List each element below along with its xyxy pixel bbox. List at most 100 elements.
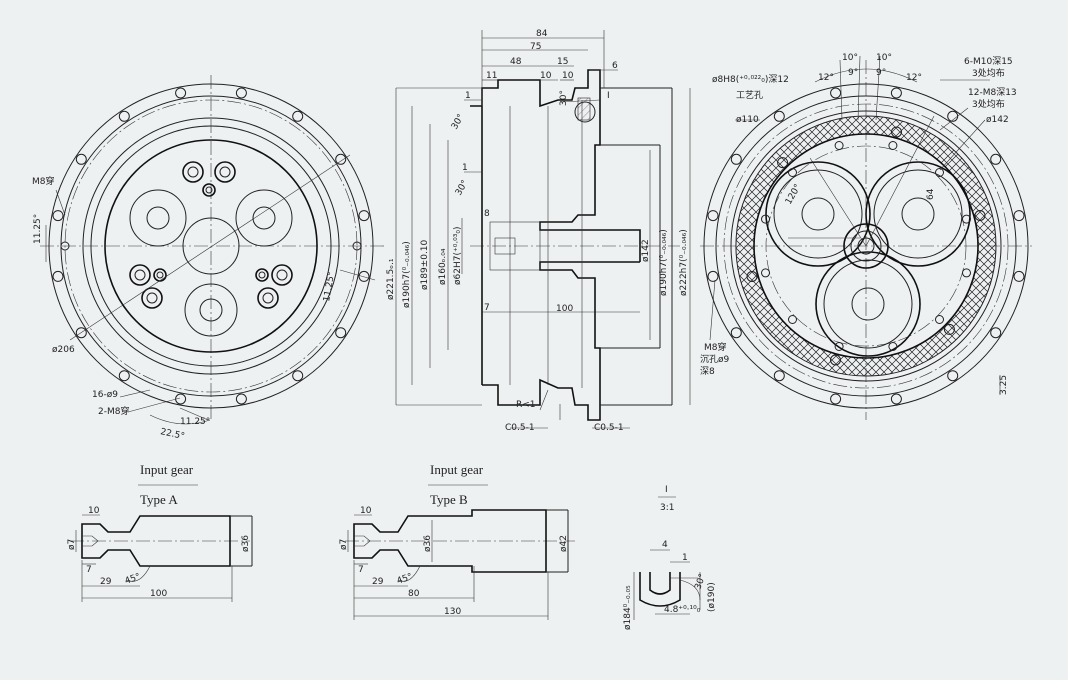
bolt-hole xyxy=(1013,270,1025,282)
bolt-hole xyxy=(777,157,789,169)
dia-190-right: ø190h7(⁰₋₀.₀₄₆) xyxy=(659,229,669,296)
bolt-hole xyxy=(335,153,347,165)
bolt-hole xyxy=(830,354,841,366)
gear-a-dim-100: 100 xyxy=(150,589,167,599)
bolt-hole xyxy=(888,141,898,150)
rear-dim-325: 3.25 xyxy=(999,375,1009,395)
dim-10a: 10 xyxy=(540,71,552,81)
bolt-hole xyxy=(834,342,844,351)
detail-title: I xyxy=(665,485,668,495)
front-holes-2m8: 2-M8穿 xyxy=(98,405,129,417)
dim-11: 11 xyxy=(486,71,497,81)
bolt-hole xyxy=(335,327,347,339)
dim-84: 84 xyxy=(536,29,548,39)
front-angle-right: 11.25° xyxy=(322,271,337,303)
bolt-hole xyxy=(974,210,986,221)
dia-189: ø189±0.10 xyxy=(420,239,430,290)
dim-75: 75 xyxy=(530,42,541,52)
bolt-hole xyxy=(235,87,247,99)
dia-142: ø142 xyxy=(641,239,651,262)
bolt-hole xyxy=(1013,210,1025,222)
angle-30-top: 30° xyxy=(559,90,569,106)
gear-b-type: Type B xyxy=(430,492,468,507)
bolt-hole xyxy=(947,370,959,382)
section-view: 84 75 48 15 11 10 10 6 1 30° 1 30° 8 7 3… xyxy=(386,29,691,433)
bolt-hole xyxy=(292,370,304,382)
gear-b-dim-36: ø36 xyxy=(423,535,433,552)
rear-hole-8h8: ø8H8(⁺⁰·⁰²²₀)深12 xyxy=(712,74,789,85)
rear-m8-through: M8穿 xyxy=(704,341,727,353)
dia-221: ø221.5ₒ.₁ xyxy=(386,258,396,300)
rear-counterbore: 沉孔ø9 xyxy=(700,354,730,365)
gear-a-dim-10: 10 xyxy=(88,506,100,516)
bolt-hole xyxy=(730,153,742,165)
bolt-hole xyxy=(761,214,770,224)
dim-10b: 10 xyxy=(562,71,574,81)
gear-b-dim-29: 29 xyxy=(372,577,384,587)
bolt-hole xyxy=(788,168,797,177)
gear-a-type: Type A xyxy=(140,492,178,507)
bolt-hole xyxy=(935,315,944,324)
bolt-hole xyxy=(730,327,742,339)
dim-1b: 1 xyxy=(462,163,468,173)
bolt-hole xyxy=(962,214,971,224)
front-dia-206: ø206 xyxy=(52,345,75,355)
bolt-hole xyxy=(52,270,64,282)
rear-angle-10a: 10° xyxy=(842,53,858,63)
rear-process-hole: 工艺孔 xyxy=(736,90,763,101)
bolt-hole xyxy=(352,241,362,251)
gear-b-title: Input gear xyxy=(430,462,484,477)
bolt-hole xyxy=(75,327,87,339)
bolt-hole xyxy=(788,315,797,324)
gear-b-dim-7: 7 xyxy=(358,565,364,575)
gear-a-dim-36: ø36 xyxy=(241,535,251,552)
bolt-hole xyxy=(830,393,842,405)
front-angle-left: 11.25° xyxy=(33,214,43,244)
rear-angle-9b: 9° xyxy=(876,68,886,78)
dim-6: 6 xyxy=(612,61,618,71)
input-gear-type-b: Input gear Type B 10 ø7 7 29 45° 80 130 … xyxy=(339,462,575,620)
dia-222: ø222h7(⁰₋₀.₀₄₆) xyxy=(679,229,689,296)
bolt-hole xyxy=(707,270,719,282)
detail-dim-1: 1 xyxy=(682,553,688,563)
rear-thread-12m8: 12-M8深13 xyxy=(968,87,1017,98)
bolt-hole xyxy=(52,210,64,222)
front-angle-225: 22.5° xyxy=(159,427,185,442)
rear-depth-8: 深8 xyxy=(700,366,715,377)
front-holes-16: 16-ø9 xyxy=(92,390,118,400)
dia-190-left: ø190h7(⁰₋₀.₀₄₆) xyxy=(402,241,412,308)
bolt-hole xyxy=(118,110,130,122)
bolt-hole xyxy=(358,270,370,282)
detail-dia-184: ø184⁰₋₀.₀₅ xyxy=(623,585,633,630)
dim-8: 8 xyxy=(484,209,490,219)
gear-b-dim-7dia: ø7 xyxy=(339,539,349,550)
bolt-hole xyxy=(990,327,1002,339)
detail-dim-4: 4 xyxy=(662,540,668,550)
bolt-hole xyxy=(834,141,844,150)
gear-b-dim-10: 10 xyxy=(360,506,372,516)
rear-view: 10° 10° 12° 9° 9° 12° ø8H8(⁺⁰·⁰²²₀)深12 工… xyxy=(700,53,1032,420)
rear-angle-12a: 12° xyxy=(818,73,834,83)
bolt-hole xyxy=(935,168,944,177)
front-view: M8穿 11.25° 11.25° ø206 16-ø9 2-M8穿 11.25… xyxy=(32,75,385,442)
bolt-hole xyxy=(888,342,898,351)
gear-a-title: Input gear xyxy=(140,462,194,477)
dim-15: 15 xyxy=(557,57,568,67)
bolt-hole xyxy=(962,268,971,278)
rear-uniform-3a: 3处均布 xyxy=(972,67,1005,79)
dim-7: 7 xyxy=(484,303,490,313)
detail-dia-190: (ø190) xyxy=(707,582,717,612)
bolt-hole xyxy=(773,110,785,122)
detail-view-I: I 3:1 4 1 30° ø184⁰₋₀.₀₅ 4.8⁺⁰·¹⁰₀ (ø190… xyxy=(623,485,717,630)
gear-a-dim-29: 29 xyxy=(100,577,112,587)
gear-a-dim-7dia: ø7 xyxy=(67,539,77,550)
gear-b-dim-80: 80 xyxy=(408,589,420,599)
gear-a-dim-45: 45° xyxy=(124,572,142,587)
rear-uniform-3b: 3处均布 xyxy=(972,98,1005,110)
rear-angle-9a: 9° xyxy=(848,68,858,78)
rear-angle-120: 120° xyxy=(784,183,804,207)
dim-100: 100 xyxy=(556,304,573,314)
input-gear-type-a: Input gear Type A 10 ø7 7 29 45° 100 ø36 xyxy=(67,462,253,602)
bolt-hole xyxy=(358,210,370,222)
